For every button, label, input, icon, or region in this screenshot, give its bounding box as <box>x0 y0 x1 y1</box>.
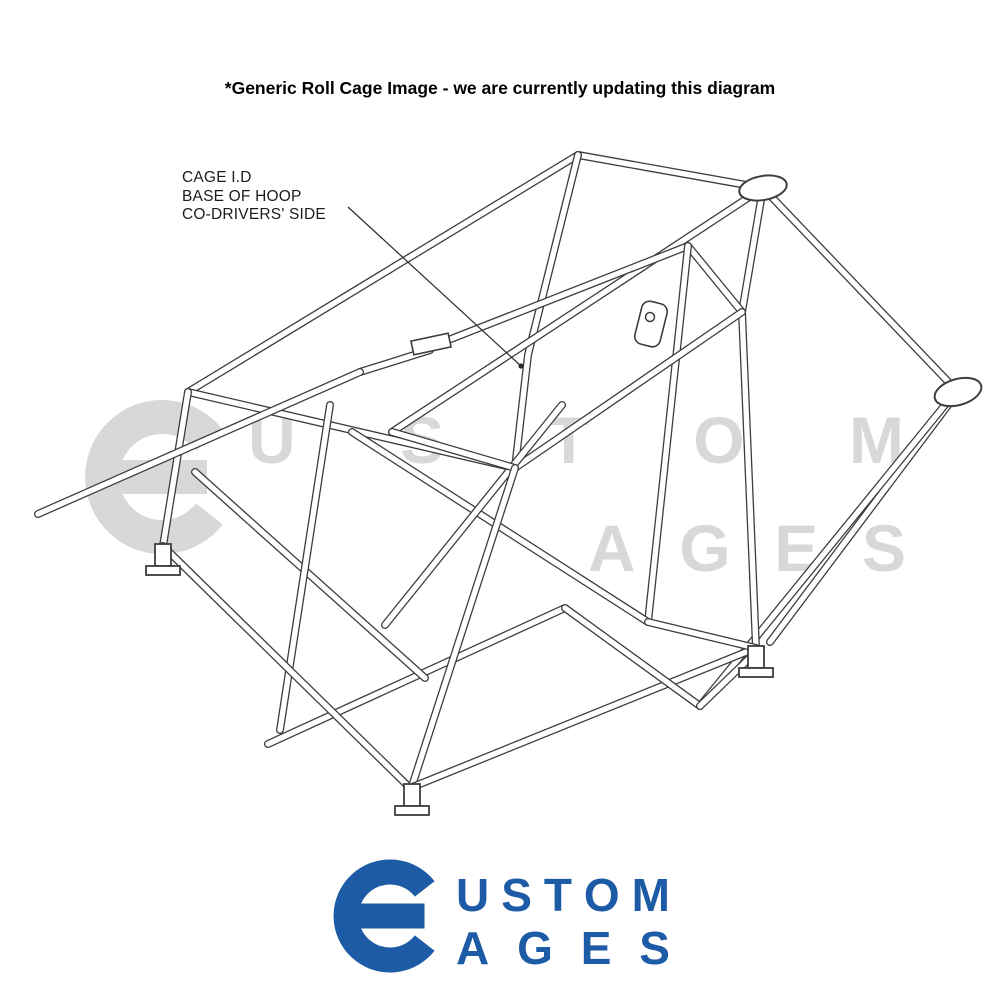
annotation-line-1: CAGE I.D <box>182 169 252 186</box>
page-title: *Generic Roll Cage Image - we are curren… <box>224 78 776 98</box>
annotation-line-2: BASE OF HOOP <box>182 187 302 205</box>
logo-c-icon <box>333 859 435 973</box>
annotation-line-3: CO-DRIVERS' SIDE <box>182 206 326 223</box>
watermark-c-icon <box>85 400 223 554</box>
cage-annotation: CAGE I.D BASE OF HOOP CO-DRIVERS' SIDE <box>182 169 326 225</box>
